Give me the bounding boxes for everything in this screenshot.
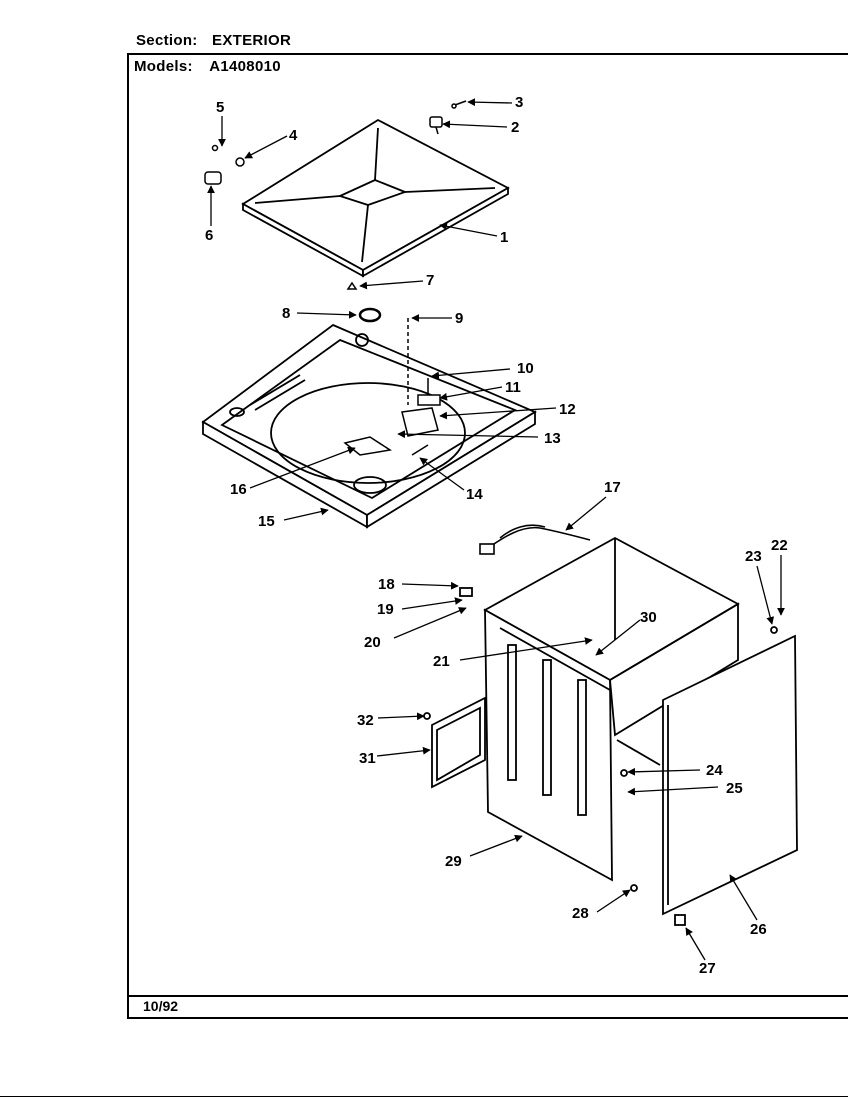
revision-date: 10/92: [143, 998, 179, 1014]
callout-25: 25: [726, 780, 743, 797]
callout-13: 13: [544, 430, 561, 447]
callout-26: 26: [750, 921, 767, 938]
section-label: Section:: [136, 32, 198, 49]
models-value: A1408010: [209, 58, 281, 75]
callout-16: 16: [230, 481, 247, 498]
frame-footer-border: [127, 995, 848, 997]
top-hardware: [204, 100, 467, 290]
callout-1: 1: [500, 229, 508, 246]
frame-bottom-border: [127, 1017, 848, 1019]
callout-30: 30: [640, 609, 657, 626]
callout-14: 14: [466, 486, 483, 503]
section-header: Section: EXTERIOR: [136, 32, 291, 49]
page-bottom-rule: [0, 1096, 848, 1097]
callout-8: 8: [282, 305, 290, 322]
callout-3: 3: [515, 94, 523, 111]
callout-29: 29: [445, 853, 462, 870]
callout-21: 21: [433, 653, 450, 670]
callout-17: 17: [604, 479, 621, 496]
callout-2: 2: [511, 119, 519, 136]
callout-18: 18: [378, 576, 395, 593]
callout-19: 19: [377, 601, 394, 618]
callout-27: 27: [699, 960, 716, 977]
rear-access-panel-part: [423, 696, 486, 789]
callout-7: 7: [426, 272, 434, 289]
callout-24: 24: [706, 762, 723, 779]
callout-9: 9: [455, 310, 463, 327]
callout-23: 23: [745, 548, 762, 565]
top-lid-part: [241, 118, 510, 278]
cabinet-part: [483, 536, 740, 882]
frame-left-border: [127, 53, 129, 1017]
top-panel-components: [343, 318, 441, 456]
frame-top-border: [127, 53, 848, 55]
callout-10: 10: [517, 360, 534, 377]
callout-31: 31: [359, 750, 376, 767]
callout-28: 28: [572, 905, 589, 922]
callout-labels: 1 2 3 4 5 6 7 8 9 10 11 12 13 14 15 16 1…: [205, 94, 788, 977]
callout-22: 22: [771, 537, 788, 554]
callout-20: 20: [364, 634, 381, 651]
callout-32: 32: [357, 712, 374, 729]
callout-6: 6: [205, 227, 213, 244]
callout-4: 4: [289, 127, 298, 144]
leader-lines: [207, 98, 785, 961]
section-value: EXTERIOR: [212, 32, 292, 49]
side-panel-part: [459, 587, 798, 926]
callout-11: 11: [505, 379, 521, 396]
callout-12: 12: [559, 401, 576, 418]
callout-5: 5: [216, 99, 224, 116]
models-header: Models: A1408010: [134, 58, 281, 75]
power-cord-part: [479, 524, 591, 555]
callout-15: 15: [258, 513, 275, 530]
top-panel-part: [201, 307, 537, 529]
models-label: Models:: [134, 58, 193, 75]
